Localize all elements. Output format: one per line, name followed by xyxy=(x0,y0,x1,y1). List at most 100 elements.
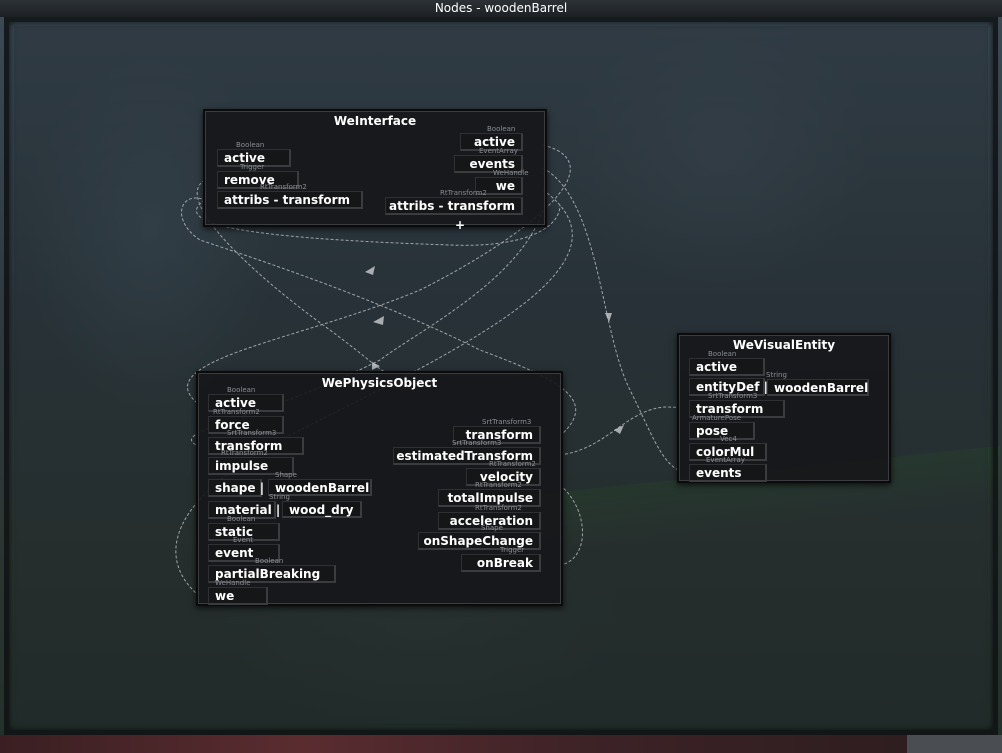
pin-label: onShapeChange xyxy=(423,534,533,548)
pin-type: SrtTransform3 xyxy=(482,418,532,426)
shape-value-field[interactable]: Shape woodenBarrel xyxy=(268,471,372,496)
pin-label: transform xyxy=(215,439,283,453)
pin-type: ArmaturePose xyxy=(692,414,742,422)
output-pin-onshapechange[interactable]: Shape onShapeChange xyxy=(418,524,541,550)
pin-label: event xyxy=(215,546,254,560)
output-pin-we[interactable]: WeHandle we xyxy=(475,169,529,195)
entitydef-value-field[interactable]: String woodenBarrel xyxy=(766,371,869,396)
pin-label: attribs - transform xyxy=(224,193,350,207)
pin-type: RtTransform2 xyxy=(440,189,487,197)
pin-label: active xyxy=(215,396,257,410)
output-pin-transform[interactable]: SrtTransform3 transform xyxy=(453,418,541,444)
pin-type: Trigger xyxy=(500,546,525,554)
node-title: WeVisualEntity xyxy=(732,338,836,352)
pin-label: totalImpulse xyxy=(447,491,533,505)
pin-label: transform xyxy=(465,428,533,442)
pin-type: Boolean xyxy=(227,386,256,394)
pin-label: shape | xyxy=(215,481,265,495)
pin-label: onBreak xyxy=(476,556,533,570)
pin-type: EventArray xyxy=(479,147,518,155)
pin-type: Shape xyxy=(275,471,297,479)
input-pin-attribs-transform[interactable]: RtTransform2 attribs - transform xyxy=(217,183,363,209)
value-label: woodenBarrel xyxy=(275,481,370,495)
input-pin-event[interactable]: Event event xyxy=(208,536,280,562)
pin-label: static xyxy=(215,525,253,539)
pin-label: entityDef | xyxy=(696,380,768,394)
pin-type: RtTransform2 xyxy=(489,460,536,468)
window-titlebar[interactable]: Nodes - woodenBarrel xyxy=(0,0,1002,17)
input-pin-colormul[interactable]: Vec4 colorMul xyxy=(689,435,767,461)
pin-type: RtTransform2 xyxy=(475,504,522,512)
output-pin-velocity[interactable]: RtTransform2 velocity xyxy=(466,460,541,486)
pin-type: Boolean xyxy=(227,515,256,523)
input-pin-events[interactable]: EventArray events xyxy=(689,456,767,482)
node-title: WeInterface xyxy=(333,114,417,128)
input-pin-active[interactable]: Boolean active xyxy=(217,141,291,167)
pin-type: SrtTransform3 xyxy=(227,429,277,437)
input-pin-active[interactable]: Boolean active xyxy=(689,350,765,376)
window-frame xyxy=(4,17,998,735)
input-pin-static[interactable]: Boolean static xyxy=(208,515,280,541)
pin-type: RtTransform2 xyxy=(475,481,522,489)
node-wephysicsobject[interactable]: WePhysicsObject Boolean active RtTransfo… xyxy=(196,371,563,606)
output-pin-onbreak[interactable]: Trigger onBreak xyxy=(461,546,541,572)
pin-label: transform xyxy=(696,402,764,416)
output-pin-attribs-transform[interactable]: RtTransform2 attribs - transform xyxy=(385,189,523,215)
pin-label: colorMul xyxy=(696,445,755,459)
pin-type: Trigger xyxy=(240,163,265,171)
pin-label: velocity xyxy=(479,470,533,484)
pin-type: Boolean xyxy=(236,141,265,149)
pin-type: Boolean xyxy=(487,125,516,133)
pin-type: EventArray xyxy=(706,456,745,464)
input-pin-shape[interactable]: shape | xyxy=(208,479,265,497)
pin-label: material | xyxy=(215,503,281,517)
output-pin-active[interactable]: Boolean active xyxy=(460,125,523,151)
pin-label: attribs - transform xyxy=(389,199,515,213)
bottom-strip xyxy=(0,735,1002,753)
pin-label: events xyxy=(696,466,742,480)
value-label: wood_dry xyxy=(289,503,354,517)
pin-type: RtTransform2 xyxy=(213,408,260,416)
input-pin-transform[interactable]: SrtTransform3 transform xyxy=(689,392,785,418)
input-pin-active[interactable]: Boolean active xyxy=(208,386,284,412)
input-pin-partialbreaking[interactable]: Boolean partialBreaking xyxy=(208,557,336,583)
pin-type: SrtTransform3 xyxy=(452,439,502,447)
material-value-field[interactable]: String wood_dry xyxy=(269,493,362,518)
pin-type: Boolean xyxy=(708,350,737,358)
pin-label: force xyxy=(215,418,250,432)
add-pin-button[interactable]: + xyxy=(455,218,466,232)
pin-label: remove xyxy=(224,173,275,187)
node-wevisualentity[interactable]: WeVisualEntity Boolean active entityDef … xyxy=(677,333,891,483)
window-title: Nodes - woodenBarrel xyxy=(434,1,568,15)
node-weinterface[interactable]: WeInterface Boolean active Trigger remov… xyxy=(203,109,547,232)
output-pin-estimatedtransform[interactable]: SrtTransform3 estimatedTransform xyxy=(393,439,541,465)
output-pin-totalimpulse[interactable]: RtTransform2 totalImpulse xyxy=(438,481,541,507)
pin-type: Boolean xyxy=(255,557,284,565)
pin-label: active xyxy=(473,135,515,149)
pin-type: SrtTransform3 xyxy=(708,392,758,400)
pin-type: WeHandle xyxy=(215,579,251,587)
pin-type: Shape xyxy=(481,524,503,532)
input-pin-remove[interactable]: Trigger remove xyxy=(217,163,299,189)
pin-label: estimatedTransform xyxy=(396,449,533,463)
input-pin-force[interactable]: RtTransform2 force xyxy=(208,408,284,434)
input-pin-material[interactable]: material | xyxy=(208,501,280,519)
output-pin-acceleration[interactable]: RtTransform2 acceleration xyxy=(438,504,541,530)
pin-label: impulse xyxy=(215,459,269,473)
pin-type: RtTransform2 xyxy=(221,449,268,457)
pin-label: we xyxy=(495,179,515,193)
input-pin-pose[interactable]: ArmaturePose pose xyxy=(689,414,755,440)
pin-type: String xyxy=(269,493,290,501)
bottom-strip-panel xyxy=(907,735,1002,753)
pin-label: partialBreaking xyxy=(215,567,321,581)
input-pin-impulse[interactable]: RtTransform2 impulse xyxy=(208,449,294,475)
input-pin-transform[interactable]: SrtTransform3 transform xyxy=(208,429,304,455)
value-label: woodenBarrel xyxy=(774,381,869,395)
pin-type: Event xyxy=(233,536,254,544)
input-pin-entitydef[interactable]: entityDef | xyxy=(689,378,768,396)
pin-label: we xyxy=(215,589,235,603)
node-title: WePhysicsObject xyxy=(321,376,438,390)
output-pin-events[interactable]: EventArray events xyxy=(454,147,523,173)
input-pin-we[interactable]: WeHandle we xyxy=(208,579,268,605)
pin-type: RtTransform2 xyxy=(260,183,307,191)
